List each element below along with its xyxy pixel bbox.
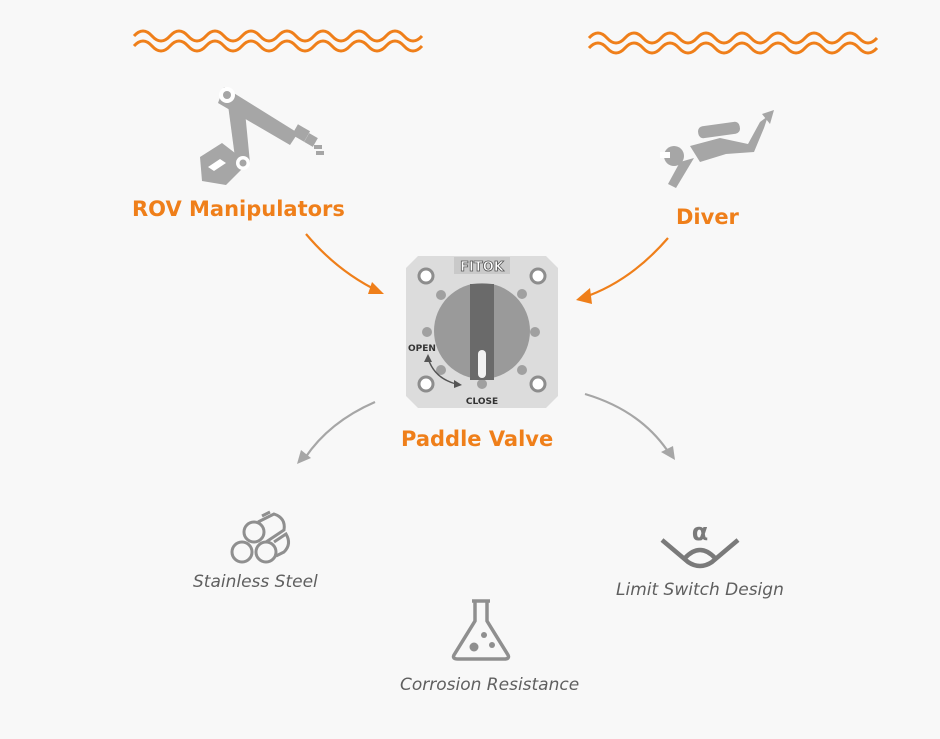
arrow-rov-to-valve-icon xyxy=(305,233,384,294)
arrow-valve-to-steel-icon xyxy=(297,400,376,464)
arrow-valve-to-limit-icon xyxy=(584,392,675,460)
diver-icon xyxy=(660,110,774,188)
valve-brand: FITOK xyxy=(460,260,505,275)
wave-left-icon xyxy=(132,29,424,53)
steel-bars-icon xyxy=(230,510,291,564)
wave-right-icon xyxy=(587,31,879,55)
diver-label: Diver xyxy=(676,205,739,229)
limit-switch-icon: α xyxy=(660,518,740,569)
paddle-valve-icon: FITOK OPEN CLOSE xyxy=(406,256,558,408)
robot-arm-icon xyxy=(200,87,324,185)
paddle-valve-label: Paddle Valve xyxy=(401,427,554,451)
flask-icon xyxy=(451,599,511,661)
limit-switch-label: Limit Switch Design xyxy=(616,580,784,600)
valve-close-label: CLOSE xyxy=(466,397,498,407)
limit-switch-alpha-symbol: α xyxy=(692,518,709,546)
valve-open-label: OPEN xyxy=(408,344,436,354)
corrosion-resistance-label: Corrosion Resistance xyxy=(400,675,580,695)
rov-manipulators-label: ROV Manipulators xyxy=(132,197,345,221)
arrow-diver-to-valve-icon xyxy=(576,237,669,304)
stainless-steel-label: Stainless Steel xyxy=(193,572,318,592)
